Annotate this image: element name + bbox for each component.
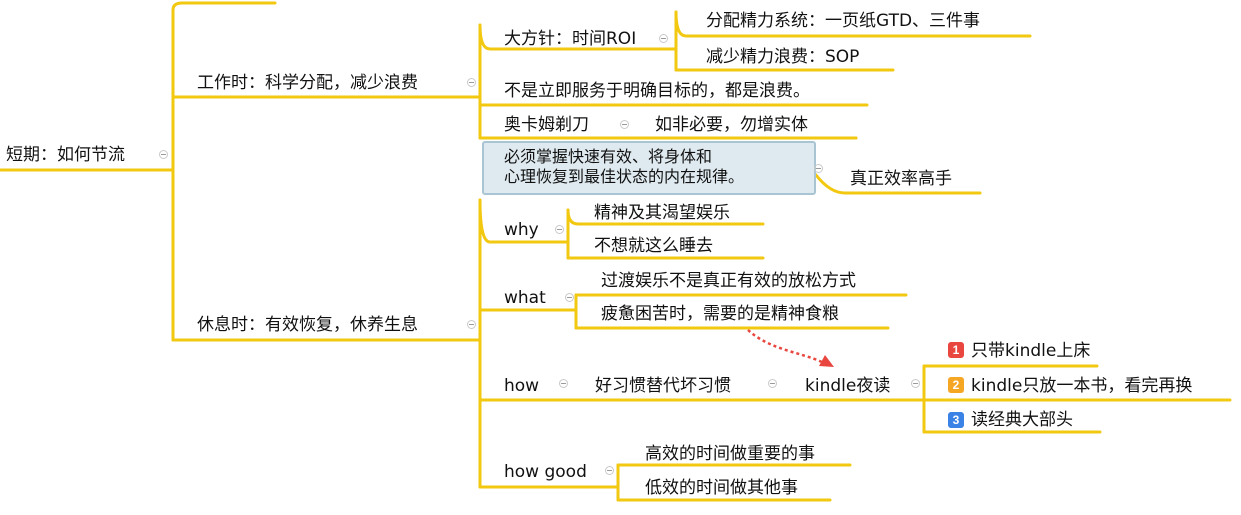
why-topic[interactable]: why [504,220,539,240]
collapse-icon[interactable] [559,379,568,388]
work-topic[interactable]: 工作时：科学分配，减少浪费 [197,73,418,93]
kindle-step[interactable]: kindle只放一本书，看完再换 [971,376,1193,396]
kindle-topic[interactable]: kindle夜读 [805,376,891,396]
arrow-head [819,355,834,367]
collapse-icon[interactable] [555,225,564,234]
relationship-line [747,329,823,364]
priority-3-icon: 3 [948,412,964,428]
master-topic[interactable]: 真正效率高手 [850,169,952,189]
collapse-icon[interactable] [605,466,614,475]
waste-topic[interactable]: 不是立即服务于明确目标的，都是浪费。 [504,81,810,101]
what-item[interactable]: 疲惫困苦时，需要的是精神食粮 [601,304,839,324]
dotted-arrow [747,329,834,367]
priority-1-icon: 1 [948,342,964,358]
why-item[interactable]: 精神及其渴望娱乐 [594,203,730,223]
how-good-topic[interactable]: how good [504,462,587,482]
root-topic[interactable]: 短期：如何节流 [6,145,125,165]
why-item[interactable]: 不想就这么睡去 [594,236,713,256]
collapse-icon[interactable] [565,293,574,302]
priority-2-icon: 2 [948,377,964,393]
callout-box[interactable]: 必须掌握快速有效、将身体和 心理恢复到最佳状态的内在规律。 [482,141,816,195]
how-good-item[interactable]: 低效的时间做其他事 [645,478,798,498]
policy-item-energy-system[interactable]: 分配精力系统：一页纸GTD、三件事 [706,11,981,31]
kindle-step[interactable]: 读经典大部头 [971,410,1073,430]
policy-topic[interactable]: 大方针：时间ROI [504,29,637,49]
policy-item-sop[interactable]: 减少精力浪费：SOP [706,47,860,67]
collapse-icon[interactable] [467,320,476,329]
collapse-icon[interactable] [159,150,168,159]
collapse-icon[interactable] [467,78,476,87]
collapse-icon[interactable] [659,34,668,43]
callout-line: 必须掌握快速有效、将身体和 [504,147,713,166]
collapse-icon[interactable] [768,379,777,388]
how-good-item[interactable]: 高效的时间做重要的事 [645,444,815,464]
what-topic[interactable]: what [504,288,546,308]
collapse-icon[interactable] [911,379,920,388]
what-item[interactable]: 过渡娱乐不是真正有效的放松方式 [601,271,856,291]
collapse-icon[interactable] [814,164,823,173]
branch-lines [0,1,1232,502]
occam-topic[interactable]: 奥卡姆剃刀 [504,115,589,135]
callout-line: 心理恢复到最佳状态的内在规律。 [504,167,745,186]
habit-topic[interactable]: 好习惯替代坏习惯 [595,376,731,396]
how-topic[interactable]: how [504,376,540,396]
occam-note[interactable]: 如非必要，勿增实体 [655,115,808,135]
collapse-icon[interactable] [620,120,629,129]
rest-topic[interactable]: 休息时：有效恢复，休养生息 [197,315,418,335]
kindle-step[interactable]: 只带kindle上床 [971,341,1091,361]
